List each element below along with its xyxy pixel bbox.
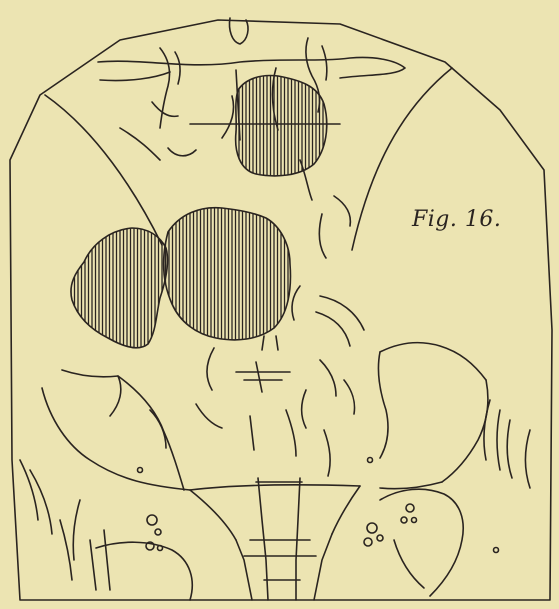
pelvis-outline bbox=[62, 370, 121, 416]
divider-left bbox=[45, 95, 162, 245]
shaded-mass-left bbox=[71, 228, 168, 348]
sacrum bbox=[236, 540, 252, 600]
figure-label: Fig. 16. bbox=[412, 207, 501, 232]
shaded-mass-upper bbox=[236, 76, 327, 176]
shaded-mass-center bbox=[164, 208, 291, 340]
